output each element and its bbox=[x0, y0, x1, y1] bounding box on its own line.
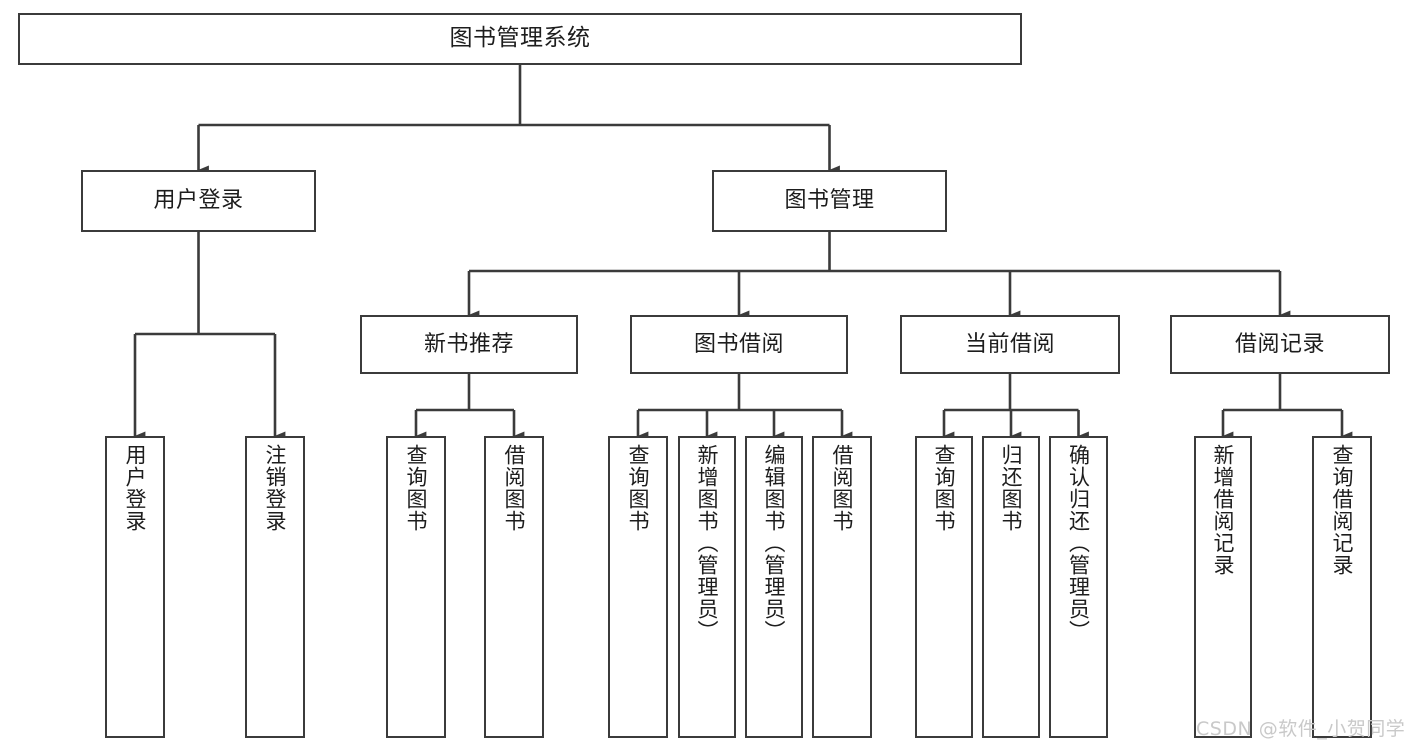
node-leaf-borrow-book-2[interactable]: 借阅图书 bbox=[812, 436, 872, 738]
node-leaf-query-book-1[interactable]: 查询图书 bbox=[386, 436, 446, 738]
node-leaf-add-book[interactable]: 新增图书（管理员） bbox=[678, 436, 736, 738]
node-label-leaf-borrow-book-2: 借阅图书 bbox=[830, 444, 855, 532]
node-label-book-borrow: 图书借阅 bbox=[693, 331, 784, 357]
node-label-leaf-query-book-2: 查询图书 bbox=[626, 444, 651, 532]
node-label-root: 图书管理系统 bbox=[449, 25, 591, 52]
connector-paths bbox=[133, 65, 1353, 441]
node-label-leaf-query-book-3: 查询图书 bbox=[932, 444, 957, 532]
node-leaf-query-book-2[interactable]: 查询图书 bbox=[608, 436, 668, 738]
node-book-borrow[interactable]: 图书借阅 bbox=[630, 315, 848, 374]
node-leaf-borrow-book-1[interactable]: 借阅图书 bbox=[484, 436, 544, 738]
node-leaf-query-record[interactable]: 查询借阅记录 bbox=[1312, 436, 1372, 738]
node-label-new-book-rec: 新书推荐 bbox=[423, 331, 514, 357]
node-leaf-add-record[interactable]: 新增借阅记录 bbox=[1194, 436, 1252, 738]
node-label-book-manage: 图书管理 bbox=[784, 188, 875, 214]
node-leaf-query-book-3[interactable]: 查询图书 bbox=[915, 436, 973, 738]
node-label-leaf-edit-book: 编辑图书（管理员） bbox=[762, 444, 787, 642]
node-label-leaf-confirm-return: 确认归还（管理员） bbox=[1066, 444, 1091, 642]
node-label-leaf-return-book: 归还图书 bbox=[999, 444, 1024, 532]
node-label-leaf-add-record: 新增借阅记录 bbox=[1211, 444, 1236, 576]
node-label-borrow-record: 借阅记录 bbox=[1234, 331, 1325, 357]
node-root[interactable]: 图书管理系统 bbox=[18, 13, 1022, 65]
node-user-login[interactable]: 用户登录 bbox=[81, 170, 316, 232]
node-leaf-edit-book[interactable]: 编辑图书（管理员） bbox=[745, 436, 803, 738]
node-leaf-user-logout[interactable]: 注销登录 bbox=[245, 436, 305, 738]
node-label-leaf-borrow-book-1: 借阅图书 bbox=[502, 444, 527, 532]
node-label-user-login: 用户登录 bbox=[153, 188, 244, 214]
node-label-current-borrow: 当前借阅 bbox=[964, 331, 1055, 357]
node-borrow-record[interactable]: 借阅记录 bbox=[1170, 315, 1390, 374]
csdn-watermark: CSDN @软件_小贺同学 bbox=[1196, 718, 1405, 740]
node-leaf-user-login[interactable]: 用户登录 bbox=[105, 436, 165, 738]
node-book-manage[interactable]: 图书管理 bbox=[712, 170, 947, 232]
node-label-leaf-user-logout: 注销登录 bbox=[263, 444, 288, 532]
node-leaf-return-book[interactable]: 归还图书 bbox=[982, 436, 1040, 738]
node-leaf-confirm-return[interactable]: 确认归还（管理员） bbox=[1049, 436, 1108, 738]
node-new-book-rec[interactable]: 新书推荐 bbox=[360, 315, 578, 374]
node-current-borrow[interactable]: 当前借阅 bbox=[900, 315, 1120, 374]
node-label-leaf-query-record: 查询借阅记录 bbox=[1330, 444, 1355, 576]
node-label-leaf-user-login: 用户登录 bbox=[123, 444, 148, 532]
node-label-leaf-query-book-1: 查询图书 bbox=[404, 444, 429, 532]
node-label-leaf-add-book: 新增图书（管理员） bbox=[695, 444, 720, 642]
